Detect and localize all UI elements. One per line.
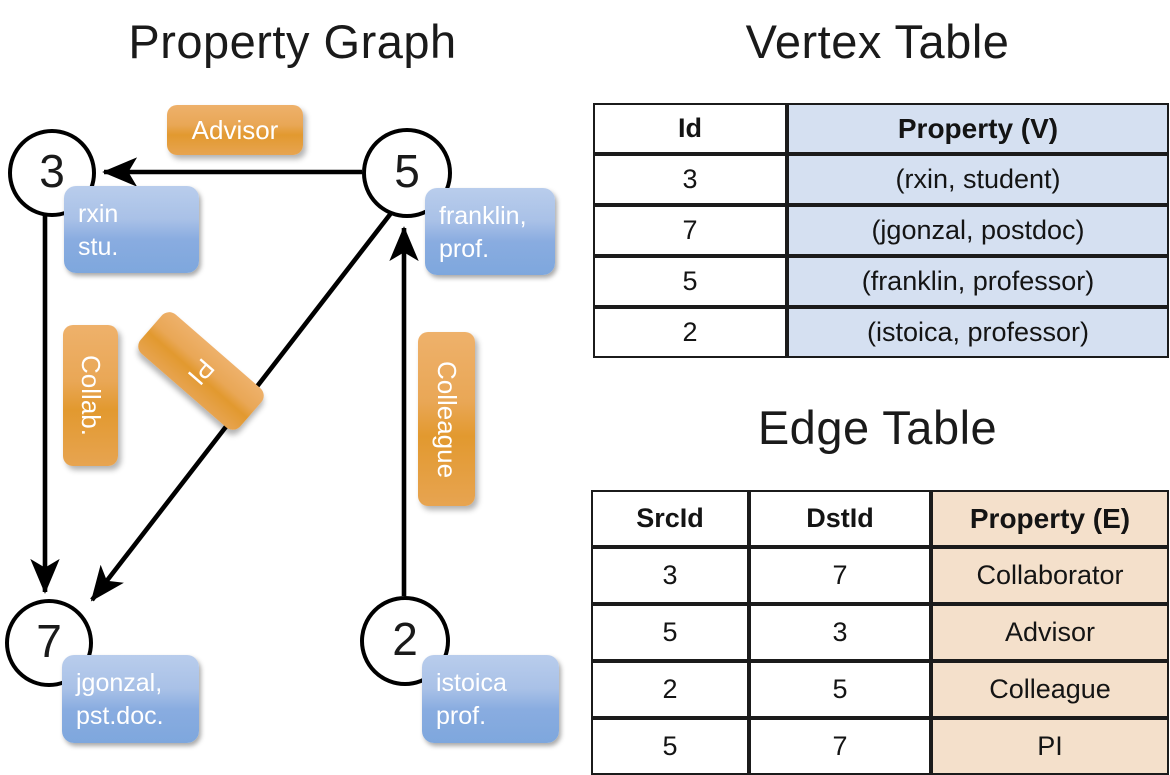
node-property-2-line1: istoica [436, 669, 507, 697]
edge-cell-srcid: 5 [591, 604, 749, 661]
vertex-cell-id: 5 [593, 256, 787, 307]
graph-node-2[interactable]: 2 [360, 596, 450, 686]
page-title-property-graph: Property Graph [128, 15, 457, 68]
table-row[interactable]: 3 7 Collaborator [591, 547, 1169, 604]
node-property-5-line2: prof. [439, 234, 490, 263]
table-row[interactable]: 3 (rxin, student) [593, 154, 1169, 205]
edge-cell-dstid: 3 [749, 604, 931, 661]
table-row[interactable]: 2 5 Colleague [591, 661, 1169, 718]
node-property-5-line1: franklin, [439, 202, 527, 230]
edge-table-col-srcid: SrcId [591, 490, 749, 547]
edge-label-collab: Collab. [63, 325, 118, 466]
edge-table-col-property: Property (E) [931, 490, 1169, 547]
vertex-cell-property: (istoica, professor) [787, 307, 1169, 358]
table-row[interactable]: 2 (istoica, professor) [593, 307, 1169, 358]
vertex-cell-id: 2 [593, 307, 787, 358]
vertex-cell-property: (rxin, student) [787, 154, 1169, 205]
edge-table-header-row: SrcId DstId Property (E) [591, 490, 1169, 547]
vertex-cell-id: 7 [593, 205, 787, 256]
edge-table-col-dstid: DstId [749, 490, 931, 547]
vertex-cell-property: (franklin, professor) [787, 256, 1169, 307]
vertex-table-col-id: Id [593, 103, 787, 154]
edge-label-pi-text: PI [181, 352, 221, 391]
graph-node-3-id: 3 [39, 145, 65, 197]
edge-label-advisor-text: Advisor [191, 114, 279, 145]
node-property-3-line2: stu. [78, 232, 119, 261]
node-property-7-line1: jgonzal, [76, 669, 163, 697]
node-property-box-7: jgonzal, pst.doc. [62, 655, 199, 743]
table-row[interactable]: 5 3 Advisor [591, 604, 1169, 661]
edge-cell-srcid: 5 [591, 718, 749, 775]
edge-cell-property: Colleague [931, 661, 1169, 718]
edge-cell-srcid: 2 [591, 661, 749, 718]
vertex-cell-id: 3 [593, 154, 787, 205]
page-title-vertex-table: Vertex Table [745, 15, 1010, 68]
vertex-table-header-row: Id Property (V) [593, 103, 1169, 154]
graph-node-2-id: 2 [392, 613, 418, 665]
edge-cell-dstid: 7 [749, 718, 931, 775]
edge-cell-property: Collaborator [931, 547, 1169, 604]
table-row[interactable]: 5 7 PI [591, 718, 1169, 775]
page-title-edge-table: Edge Table [757, 401, 998, 454]
graph-node-5-id: 5 [394, 145, 420, 197]
edge-label-colleague-text: Colleague [432, 360, 462, 478]
node-property-3-line1: rxin [78, 200, 119, 228]
edge-cell-dstid: 7 [749, 547, 931, 604]
vertex-table: Id Property (V) 3 (rxin, student) 7 (jgo… [593, 103, 1169, 358]
vertex-table-col-property: Property (V) [787, 103, 1169, 154]
node-property-2-line2: prof. [436, 701, 487, 730]
node-property-box-3: rxin stu. [64, 186, 199, 273]
graph-node-7-id: 7 [36, 615, 62, 667]
edge-label-colleague: Colleague [418, 332, 475, 506]
table-row[interactable]: 5 (franklin, professor) [593, 256, 1169, 307]
edge-label-advisor: Advisor [167, 105, 303, 155]
edge-cell-property: Advisor [931, 604, 1169, 661]
node-property-box-5: franklin, prof. [425, 188, 555, 275]
edge-label-collab-text: Collab. [76, 355, 106, 436]
graph-node-5[interactable]: 5 [362, 128, 452, 218]
edge-cell-dstid: 5 [749, 661, 931, 718]
edge-cell-property: PI [931, 718, 1169, 775]
edge-table: SrcId DstId Property (E) 3 7 Collaborato… [591, 490, 1169, 775]
table-row[interactable]: 7 (jgonzal, postdoc) [593, 205, 1169, 256]
vertex-cell-property: (jgonzal, postdoc) [787, 205, 1169, 256]
node-property-7-line2: pst.doc. [76, 701, 164, 730]
node-property-box-2: istoica prof. [422, 655, 559, 743]
edge-cell-srcid: 3 [591, 547, 749, 604]
